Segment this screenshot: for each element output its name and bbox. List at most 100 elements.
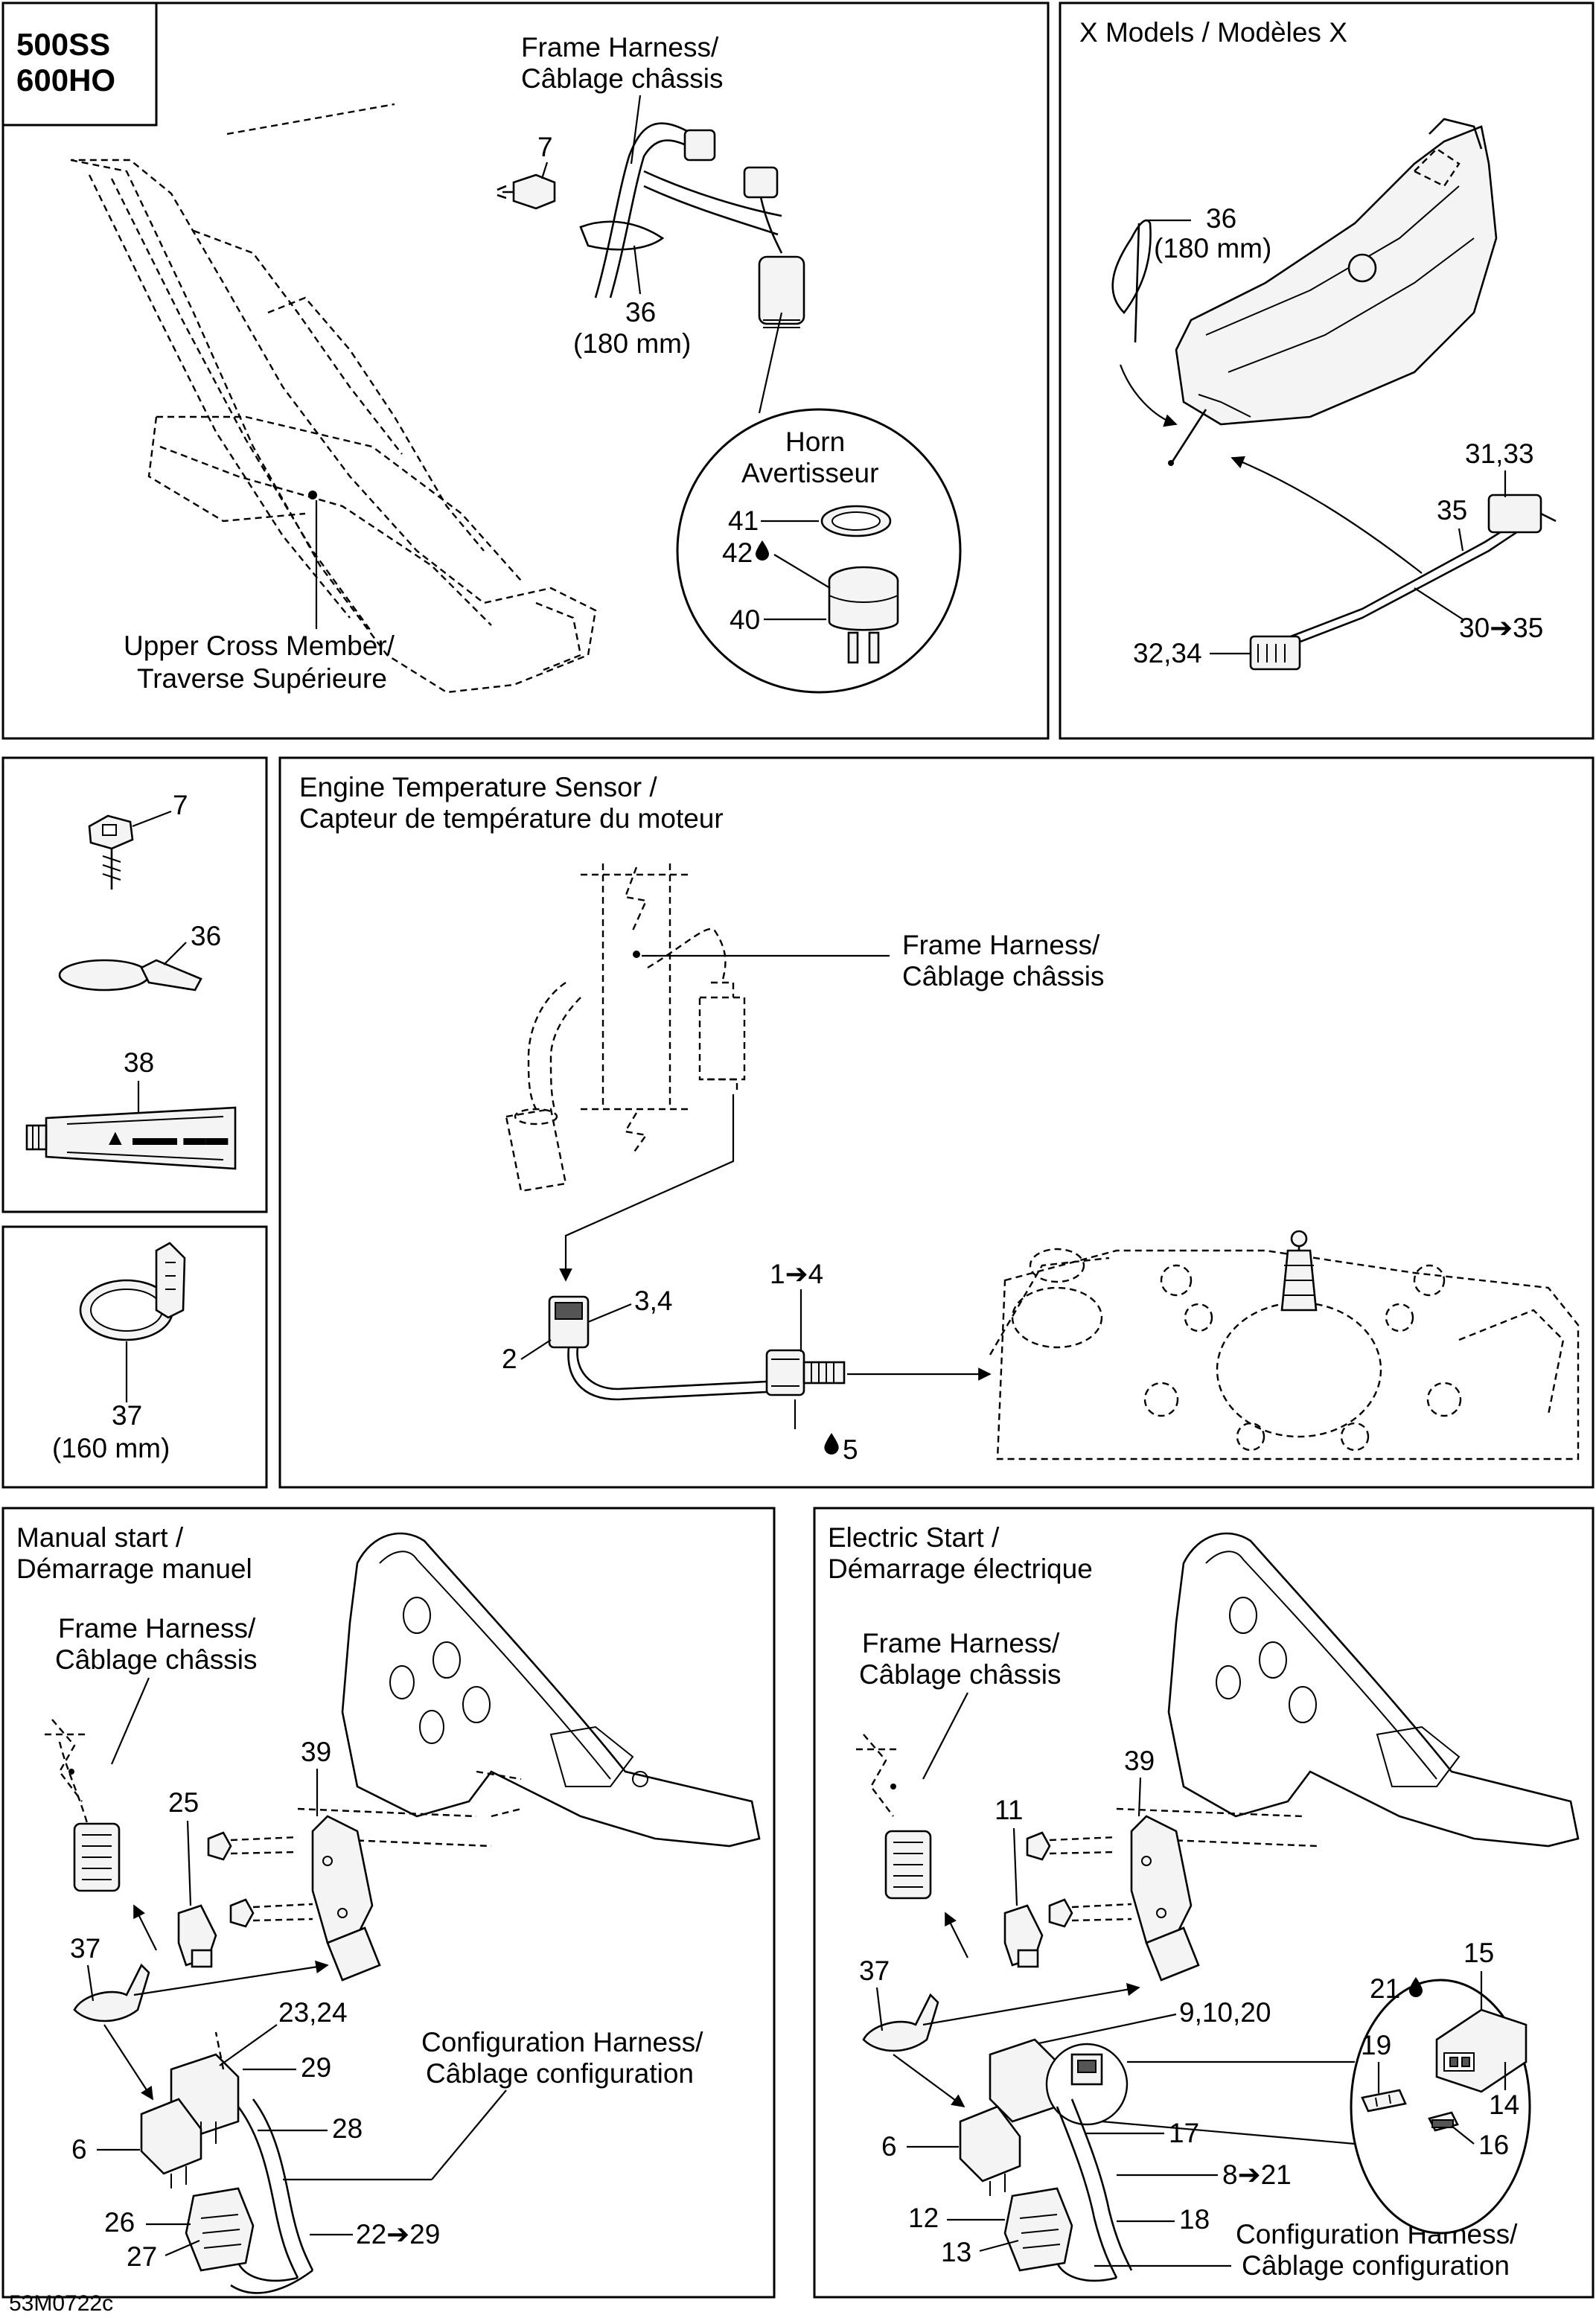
x-callout-31-33: 31,33 [1465,438,1534,469]
electric-config-harness-fr: Câblage configuration [1242,2250,1510,2281]
engine-callout-1-4: 1➔4 [770,1259,823,1289]
fuel-tank-drawing [1168,118,1498,466]
electric-harness-drawing [959,2038,1356,2282]
electric-plate-39-icon [1130,1815,1200,1982]
electric-clamp-37-icon [862,1983,1140,2108]
manual-clamp-37-icon [73,1960,329,2101]
electric-callout-14: 14 [1489,2089,1519,2120]
horn-ring-icon [820,505,892,537]
cable-tie-icon [58,959,202,992]
hose-clamp-icon [79,1242,186,1341]
electric-bolts-icon [1026,1831,1132,1928]
x-models-title: X Models / Modèles X [1079,17,1347,48]
manual-bracket-drawing [297,1532,761,1848]
drop-icon [1409,1977,1423,1997]
electric-callout-18: 18 [1179,2204,1210,2235]
svg-text:▲ ▬▬ ▬▬: ▲ ▬▬ ▬▬ [104,1126,228,1150]
electric-callout-13: 13 [941,2237,971,2267]
electric-callout-9-10-20: 9,10,20 [1179,1997,1271,2028]
fuse-16-icon [1428,2111,1459,2132]
panel-hardware-border [1,756,268,1213]
callout-41: 41 [728,505,759,536]
manual-config-harness-en: Configuration Harness/ [421,2027,703,2057]
sensor-harness-dashed-drawing [505,863,746,1192]
panel-x-models: X Models / Modèles X 36 (180 mm) [1079,17,1557,671]
manual-bolts-icon [207,1831,313,1928]
panel-manual-start-border [1,1507,776,2299]
horn-label-fr: Avertisseur [741,458,878,488]
hw-callout-36: 36 [191,921,221,951]
frame-harness-drawing [579,122,805,328]
x-callout-36-size: (180 mm) [1154,233,1271,264]
model-500ss: 500SS [16,27,110,62]
electric-frame-harness-en: Frame Harness/ [862,1628,1060,1658]
manual-relay-25-icon [177,1904,217,1968]
electric-bracket-drawing [1116,1532,1580,1848]
x-callout-36: 36 [1206,203,1236,234]
manual-callout-37: 37 [70,1933,100,1964]
electric-callout-12: 12 [908,2203,939,2233]
electric-title-fr: Démarrage électrique [828,1554,1093,1584]
electric-relay-11-icon [1003,1904,1044,1968]
cross-member-label-en: Upper Cross Member/ [124,630,395,661]
figure-code: 53M0722c [9,2291,113,2316]
cross-member-label-fr: Traverse Supérieure [137,663,387,694]
panel-hardware: 7 36 ▲ ▬▬ ▬▬ 38 [25,790,237,1170]
x-callout-30-35: 30➔35 [1459,613,1543,643]
model-600ho: 600HO [16,63,115,98]
hw-callout-38: 38 [124,1047,154,1078]
sensor-connector-icon [548,1295,846,1401]
frame-member-drawing [70,103,597,694]
panel-frame: 500SS 600HO 7 [1,1,962,694]
engine-callout-5: 5 [843,1434,858,1465]
clamp-size: (160 mm) [52,1433,170,1463]
manual-title-fr: Démarrage manuel [16,1554,252,1584]
engine-frame-harness-fr: Câblage châssis [902,961,1104,992]
manual-callout-23-24: 23,24 [278,1997,348,2028]
electric-callout-21: 21 [1370,1973,1400,2004]
electric-frame-harness-connector-icon [856,1734,968,1958]
electric-frame-harness-fr: Câblage châssis [859,1659,1061,1690]
frame-harness-label-en: Frame Harness/ [521,32,719,63]
manual-callout-39: 39 [301,1737,331,1767]
callout-40: 40 [730,604,760,635]
hw-callout-7: 7 [173,790,188,820]
screw-7-icon [497,173,556,210]
panel-x-models-border [1059,1,1595,740]
panel-clamp: 37 (160 mm) [52,1242,186,1463]
manual-callout-6: 6 [71,2134,87,2165]
model-box [1,1,158,127]
electric-callout-11: 11 [995,1795,1023,1825]
fuse-19-icon [1361,2089,1407,2113]
callout-36-size: (180 mm) [573,328,691,359]
tie-36-icon [1111,219,1178,427]
fuse-holder-15-icon [1435,2008,1528,2093]
manual-callout-25: 25 [168,1787,199,1818]
manual-callout-26: 26 [104,2207,135,2238]
electric-callout-8-21: 8➔21 [1222,2159,1292,2190]
engine-callout-2: 2 [502,1344,517,1374]
clamp-callout-37: 37 [112,1400,142,1431]
panel-engine-sensor: Engine Temperature Sensor / Capteur de t… [299,772,1580,1465]
electric-callout-6: 6 [881,2131,897,2162]
screw-icon [88,814,134,890]
electric-title-en: Electric Start / [828,1522,1000,1553]
manual-callout-29: 29 [301,2052,331,2083]
electric-callout-37: 37 [859,1955,890,1986]
engine-sensor-title-fr: Capteur de température du moteur [299,803,724,834]
panel-electric-start: Electric Start / Démarrage électrique 39 [828,1522,1580,2282]
horn-label-en: Horn [785,427,845,457]
panel-manual-start: Manual start / Démarrage manuel 39 [16,1522,761,2294]
manual-config-harness-fr: Câblage configuration [426,2058,694,2089]
cylinder-head-drawing [989,1230,1580,1460]
engine-sensor-title-en: Engine Temperature Sensor / [299,772,657,802]
callout-7: 7 [537,132,553,162]
electric-callout-16: 16 [1478,2130,1509,2160]
electric-callout-39: 39 [1124,1746,1155,1776]
electric-callout-19: 19 [1361,2030,1391,2060]
manual-harness-drawing [140,2031,314,2294]
electric-callout-17: 17 [1169,2118,1199,2148]
panel-frame-border [1,1,1050,740]
manual-frame-harness-fr: Câblage châssis [55,1644,257,1675]
